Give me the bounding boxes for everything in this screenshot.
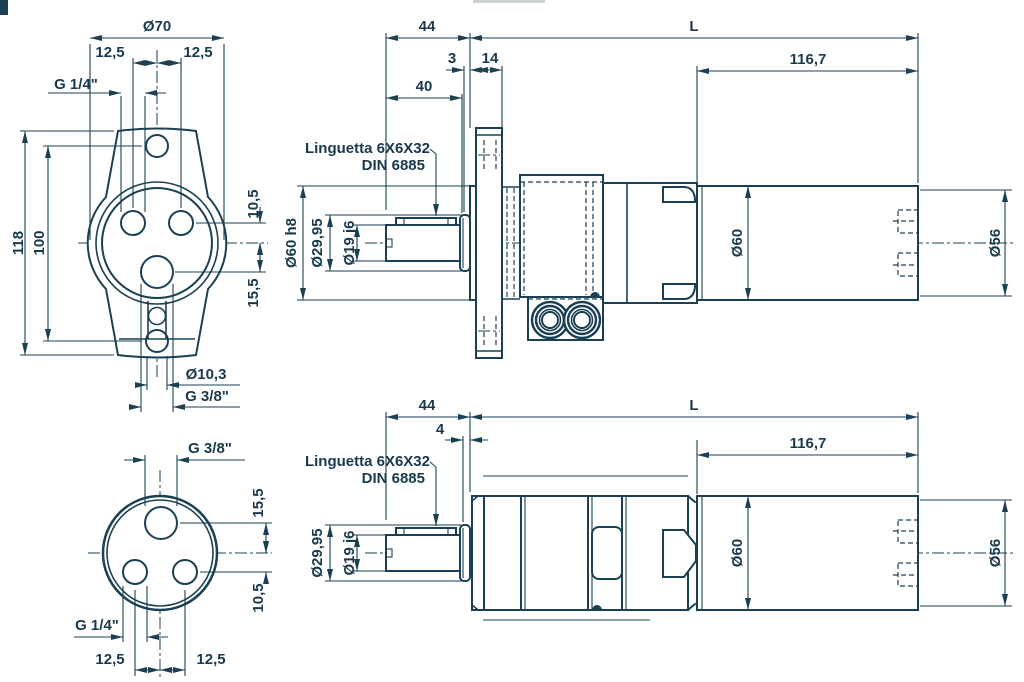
dim-offset-right: 12,5: [183, 44, 212, 61]
dim-offset-lower: 10,5: [250, 583, 267, 612]
port-hole-left: [122, 559, 148, 585]
dimensions: G 3/8" 15,5 10,5 G 1/4" 12,5 12,5: [74, 440, 272, 676]
side-port-left: [530, 300, 570, 340]
dim-bolt-hole: Ø10,3: [186, 366, 227, 383]
dim-shaft-dia: Ø19 j6: [341, 530, 358, 575]
dim-rear-dia: Ø56: [987, 229, 1004, 257]
page-corner-mark: [0, 0, 8, 15]
port-hole-bottom: [140, 255, 174, 289]
drain-plug: [592, 605, 602, 610]
dim-rear-dia: Ø56: [987, 539, 1004, 567]
dim-collar-dia: Ø29,95: [309, 218, 326, 267]
dim-collar-width: 4: [436, 421, 445, 438]
dim-offset-left: 12,5: [95, 651, 124, 668]
dim-rear-length: 116,7: [790, 435, 827, 452]
dim-flange-diameter: Ø70: [143, 18, 171, 35]
port-face-view: G 3/8" 15,5 10,5 G 1/4" 12,5 12,5: [74, 440, 272, 678]
key-note-line1: Linguetta 6X6X32: [305, 453, 430, 470]
port-hole-right: [172, 559, 198, 585]
dim-shaft-dia: Ø19 j6: [341, 220, 358, 265]
key-note-line1: Linguetta 6X6X32: [305, 140, 430, 157]
housing-outline: [101, 494, 219, 612]
dim-collar-dia: Ø29,95: [309, 528, 326, 577]
port-hole-top: [144, 506, 178, 540]
label-port-side: G 1/4": [75, 617, 119, 634]
dim-flange-thickness: 14: [482, 50, 499, 67]
label-port-upper: G 1/4": [54, 76, 98, 93]
flange-outline: [86, 127, 228, 359]
dim-offset-right: 12,5: [196, 651, 225, 668]
dim-body-dia: Ø60: [729, 229, 746, 257]
side-port-right: [562, 300, 602, 340]
label-port-top: G 3/8": [188, 440, 232, 457]
bolt-hole-top: [145, 134, 169, 158]
dim-spigot-dia: Ø60 h8: [283, 218, 300, 268]
top-scroll-remnant: [473, 0, 545, 3]
dim-key-length: 40: [416, 78, 433, 95]
dim-length-ref: L: [689, 397, 698, 414]
dim-offset-left: 12,5: [95, 44, 124, 61]
dim-length-ref: L: [689, 18, 698, 35]
flange-front-view: Ø70 12,5 12,5 G 1/4" 118 100: [10, 18, 268, 412]
dim-body-dia: Ø60: [729, 539, 746, 567]
dim-shaft-length: 44: [419, 397, 436, 414]
dimensions: Ø70 12,5 12,5 G 1/4" 118 100: [10, 18, 266, 412]
motor-geometry: [325, 475, 919, 621]
dim-offset-lower: 15,5: [245, 278, 262, 307]
key-note-line2: DIN 6885: [362, 157, 425, 174]
side-view-flanged: 44 L 3 14 40 116,7 Linguetta 6X6X32 DIN …: [283, 18, 1015, 359]
port-hole-right: [168, 210, 194, 236]
port-hole-left: [120, 210, 146, 236]
dim-spigot-depth: 3: [448, 50, 456, 67]
drain-plug: [590, 292, 600, 297]
dimensions: 44 L 4 116,7 Linguetta 6X6X32 DIN 6885 Ø…: [305, 397, 1012, 610]
motor-geometry: [297, 127, 919, 359]
dim-offset-upper: 10,5: [245, 189, 262, 218]
dim-rear-length: 116,7: [790, 51, 827, 68]
dimensions: 44 L 3 14 40 116,7 Linguetta 6X6X32 DIN …: [283, 18, 1012, 300]
side-view-plain: 44 L 4 116,7 Linguetta 6X6X32 DIN 6885 Ø…: [305, 397, 1015, 621]
dim-height-overall: 118: [10, 231, 27, 255]
dim-offset-upper: 15,5: [250, 488, 267, 517]
label-port-bottom: G 3/8": [185, 388, 229, 405]
bolt-hole-bottom: [145, 329, 169, 353]
key-note-line2: DIN 6885: [362, 470, 425, 487]
dim-shaft-length: 44: [419, 18, 436, 35]
dim-bolt-spacing: 100: [31, 230, 48, 255]
